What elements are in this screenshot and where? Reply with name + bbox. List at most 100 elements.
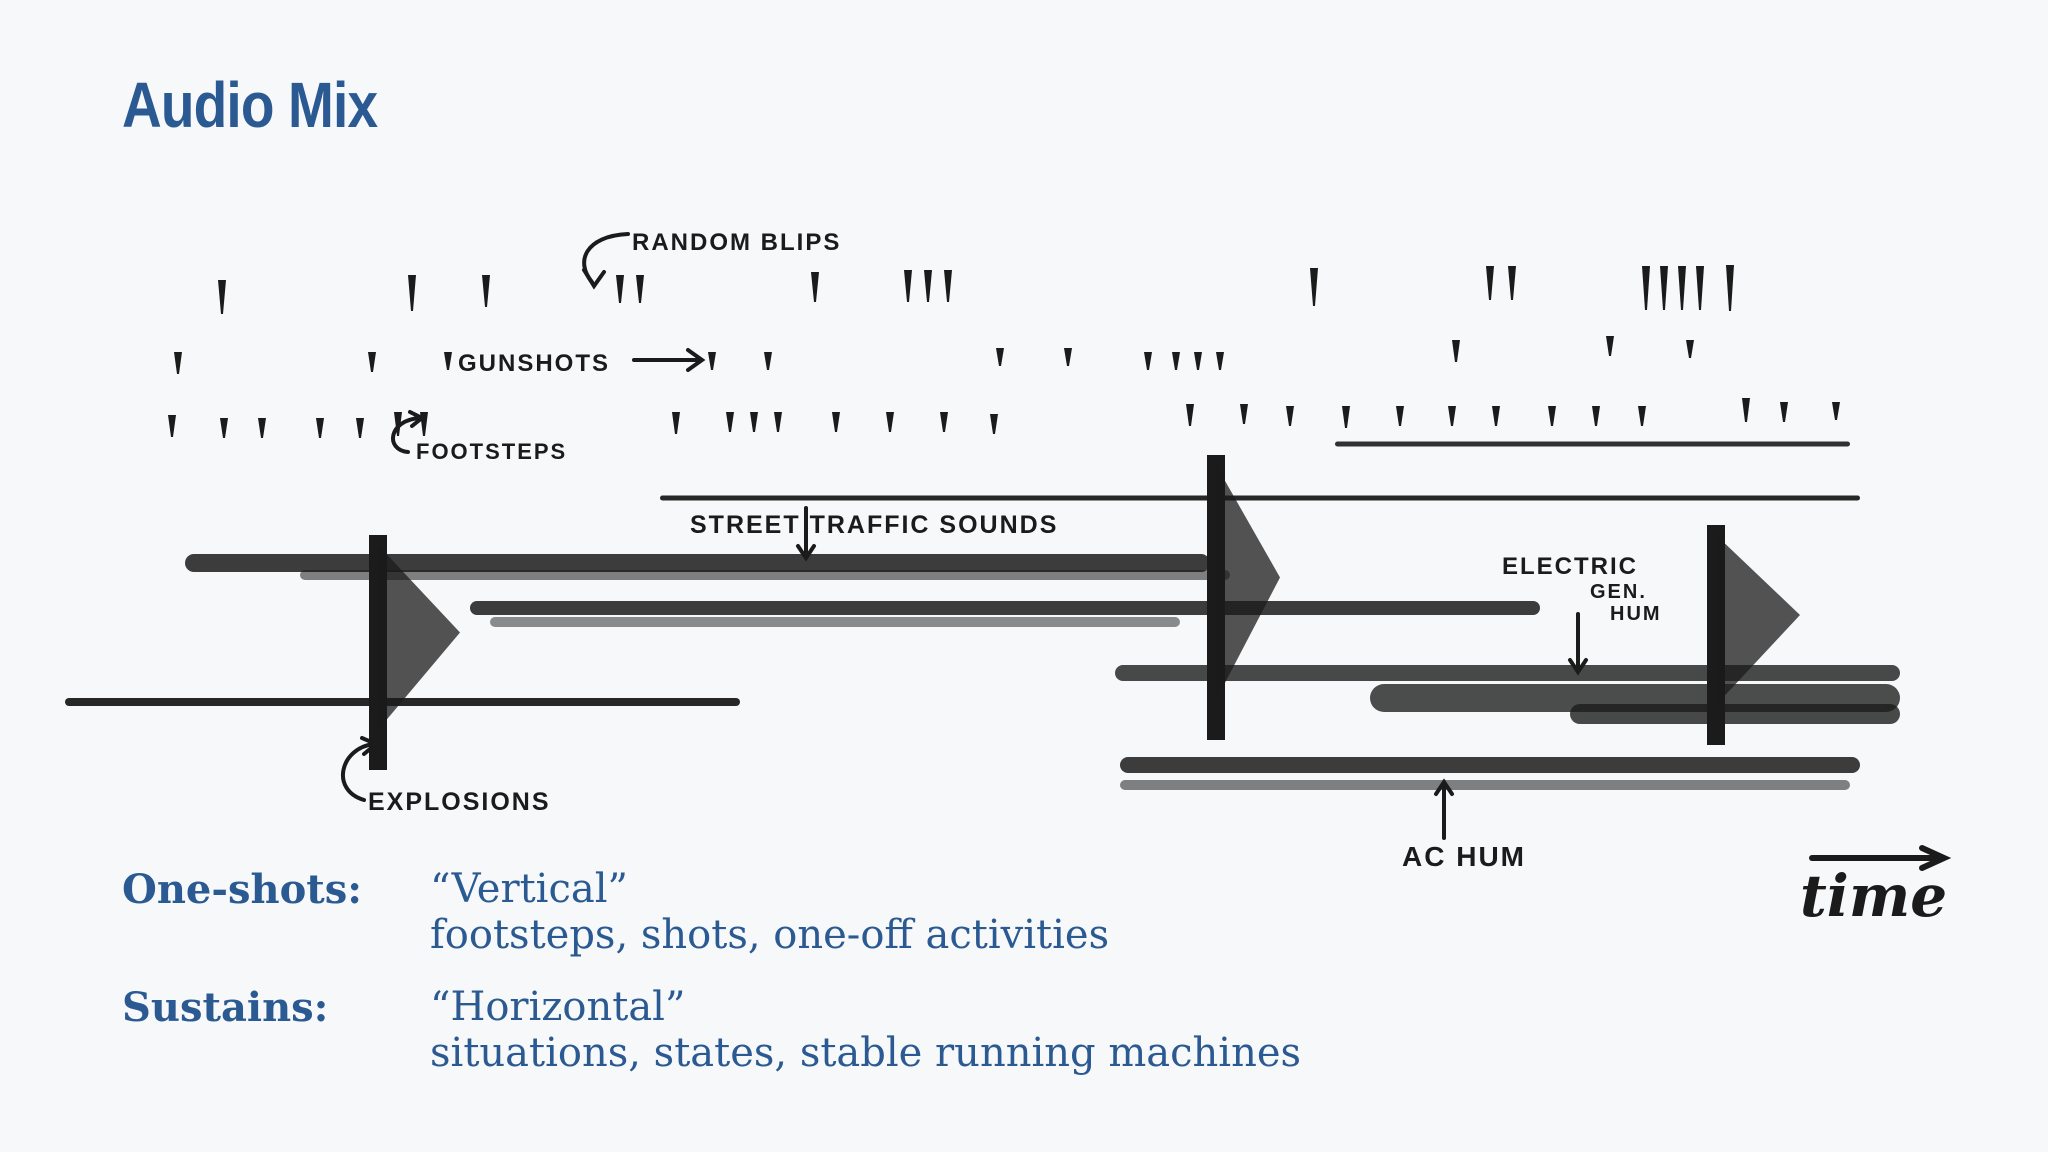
legend-examples: situations, states, stable running machi… xyxy=(430,1030,1302,1076)
legend-description: “Horizontal” situations, states, stable … xyxy=(430,984,1301,1076)
sustain-band xyxy=(300,570,1230,580)
legend-quote: “Vertical” xyxy=(430,866,628,912)
label-gunshots: GUNSHOTS xyxy=(458,350,610,377)
explosion-wedge xyxy=(1216,465,1280,700)
one-shot-tick xyxy=(774,412,782,432)
one-shot-tick xyxy=(1452,340,1460,362)
one-shot-tick xyxy=(258,418,266,438)
one-shot-tick xyxy=(1726,265,1734,311)
one-shot-tick xyxy=(1448,406,1456,426)
legend-term: One-shots: xyxy=(122,866,363,913)
one-shot-tick xyxy=(708,352,716,370)
one-shot-tick xyxy=(1216,352,1224,370)
ac-hum-arrowhead xyxy=(1434,778,1454,796)
legend-quote: “Horizontal” xyxy=(430,984,686,1030)
footsteps-arrow xyxy=(391,416,422,454)
one-shot-tick xyxy=(1342,406,1350,428)
one-shot-tick xyxy=(1396,406,1404,426)
one-shot-tick xyxy=(904,270,912,302)
one-shot-tick xyxy=(1642,266,1650,310)
street-traffic-arrowhead xyxy=(796,544,816,562)
label-street-traffic: STREET TRAFFIC SOUNDS xyxy=(690,511,1058,539)
one-shot-tick xyxy=(990,414,998,434)
annotation-arrows xyxy=(341,232,1952,871)
legend-examples: footsteps, shots, one-off activities xyxy=(430,912,1110,958)
one-shot-tick xyxy=(750,412,758,432)
one-shot-tick xyxy=(1696,266,1704,310)
label-time: time xyxy=(1800,862,1947,930)
one-shot-tick xyxy=(1548,406,1556,426)
label-ac-hum: AC HUM xyxy=(1402,841,1526,872)
one-shot-tick xyxy=(482,275,490,307)
one-shot-tick xyxy=(1638,406,1646,426)
one-shot-tick xyxy=(1832,402,1840,420)
electric-gen-arrowhead xyxy=(1568,658,1588,676)
label-explosions: EXPLOSIONS xyxy=(368,788,551,816)
one-shot-tick xyxy=(1172,352,1180,370)
slide-title: Audio Mix xyxy=(122,69,378,141)
one-shot-tick xyxy=(408,275,416,311)
one-shot-tick xyxy=(1194,352,1202,370)
explosion-wedge xyxy=(378,545,460,730)
one-shot-tick xyxy=(886,412,894,432)
sustain-band xyxy=(1570,704,1900,724)
one-shot-tick xyxy=(811,272,819,302)
legend-term: Sustains: xyxy=(122,984,329,1031)
one-shot-tick xyxy=(1186,404,1194,426)
label-electric-gen-2: GEN. xyxy=(1590,581,1647,603)
one-shot-tick xyxy=(1592,406,1600,426)
one-shot-tick xyxy=(1064,348,1072,366)
one-shot-tick xyxy=(1678,266,1686,310)
one-shot-tick xyxy=(764,352,772,370)
one-shot-tick xyxy=(316,418,324,438)
one-shot-tick xyxy=(940,412,948,432)
one-shot-tick xyxy=(1742,398,1750,422)
one-shot-tick xyxy=(1686,340,1694,358)
sustain-band xyxy=(185,554,1210,572)
one-shot-tick xyxy=(1492,406,1500,426)
explosions-arrow xyxy=(341,742,376,802)
legend-description: “Vertical” footsteps, shots, one-off act… xyxy=(430,866,1109,958)
one-shot-tick xyxy=(944,270,952,302)
one-shot-tick xyxy=(356,418,364,438)
one-shot-tick xyxy=(1606,336,1614,356)
sustain-band xyxy=(660,495,1860,501)
random-blips-arrowhead xyxy=(582,268,606,290)
one-shot-marks xyxy=(168,265,1840,438)
sustain-band xyxy=(490,617,1180,627)
one-shot-tick xyxy=(1310,268,1318,306)
sustain-band xyxy=(1115,665,1900,681)
one-shot-tick xyxy=(1780,402,1788,422)
one-shot-tick xyxy=(1660,266,1668,310)
explosion-wedge xyxy=(1716,535,1800,705)
one-shot-tick xyxy=(174,352,182,374)
one-shot-tick xyxy=(368,352,376,372)
footsteps-arrowhead xyxy=(408,410,426,428)
sustain-band xyxy=(470,601,1540,615)
one-shot-tick xyxy=(220,418,228,438)
label-random-blips: RANDOM BLIPS xyxy=(632,229,841,256)
one-shot-tick xyxy=(1144,352,1152,370)
one-shot-tick xyxy=(924,270,932,302)
one-shot-tick xyxy=(168,415,176,437)
one-shot-tick xyxy=(1508,266,1516,300)
one-shot-tick xyxy=(832,412,840,432)
label-footsteps: FOOTSTEPS xyxy=(416,439,567,464)
one-shot-tick xyxy=(444,352,452,370)
one-shot-tick xyxy=(636,275,644,303)
one-shot-tick xyxy=(726,412,734,432)
one-shot-tick xyxy=(996,348,1004,366)
one-shot-tick xyxy=(616,275,624,303)
one-shot-tick xyxy=(672,412,680,434)
time-arrowhead xyxy=(1919,845,1952,871)
label-electric-gen-3: HUM xyxy=(1610,603,1662,625)
gunshots-arrowhead xyxy=(686,348,706,372)
sustain-band xyxy=(1120,780,1850,790)
one-shot-tick xyxy=(218,280,226,314)
sustain-band xyxy=(1120,757,1860,773)
one-shot-tick xyxy=(1486,266,1494,300)
one-shot-tick xyxy=(1286,406,1294,426)
ink-strokes xyxy=(65,441,1900,790)
sustain-band xyxy=(1335,441,1850,447)
